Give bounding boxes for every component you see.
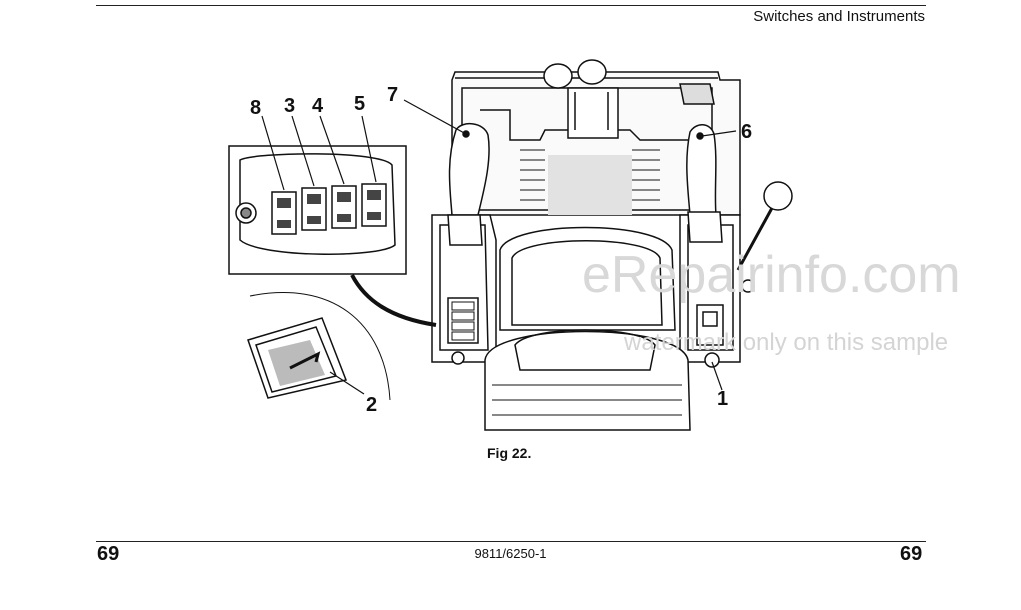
callout-7: 7 [387, 84, 398, 106]
callout-6: 6 [741, 121, 752, 143]
footer-rule [96, 541, 926, 542]
page-number-right: 69 [900, 543, 923, 565]
callout-4: 4 [312, 95, 324, 117]
figure-caption: Fig 22. [487, 445, 532, 461]
callout-5: 5 [354, 93, 365, 115]
document-code: 9811/6250-1 [474, 546, 547, 561]
page-number-left: 69 [97, 543, 120, 565]
watermark-site: eRepairinfo.com [582, 246, 961, 304]
callout-2: 2 [366, 394, 377, 416]
header-rule [96, 5, 926, 6]
callout-3: 3 [284, 95, 295, 117]
callout-8: 8 [250, 97, 261, 119]
section-title: Switches and Instruments [753, 8, 925, 25]
callout-1: 1 [717, 388, 728, 410]
watermark-notice: watermark only on this sample [623, 329, 948, 356]
